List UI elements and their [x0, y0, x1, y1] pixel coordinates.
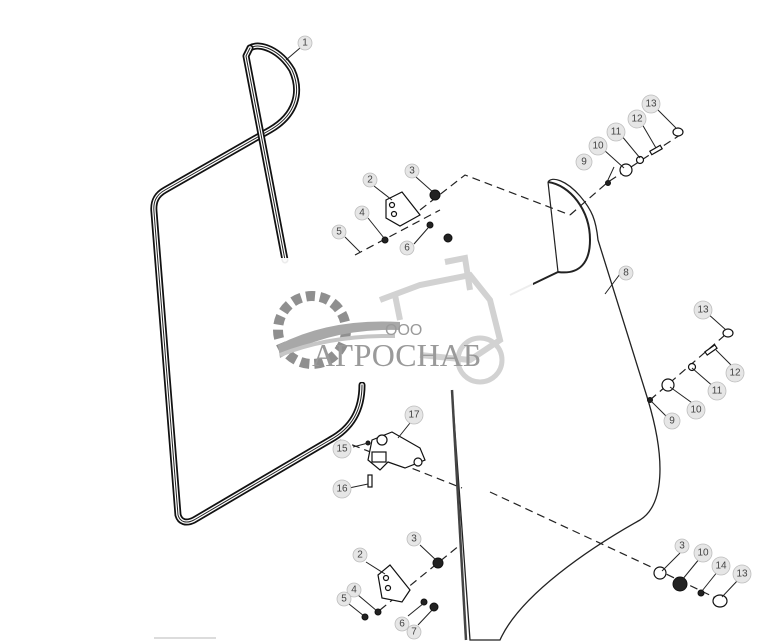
footer-strip	[154, 637, 216, 639]
top-hinge-group	[381, 189, 453, 244]
callout-5-top: 5	[331, 224, 347, 240]
callout-2-top: 2	[362, 172, 378, 188]
svg-text:9: 9	[669, 416, 675, 427]
svg-text:10: 10	[592, 141, 604, 152]
callout-2-bot: 2	[352, 547, 368, 563]
svg-text:4: 4	[359, 208, 365, 219]
callout-10-top: 10	[588, 136, 608, 156]
latch-group	[365, 431, 426, 488]
callout-17: 17	[404, 405, 424, 425]
callout-13-mid: 13	[693, 300, 713, 320]
callout-11-top: 11	[606, 122, 626, 142]
svg-text:12: 12	[729, 368, 741, 379]
svg-text:6: 6	[399, 619, 405, 630]
watermark-prefix: ООО	[385, 322, 422, 339]
svg-text:2: 2	[357, 550, 363, 561]
callout-1: 1	[297, 35, 313, 51]
svg-text:14: 14	[715, 561, 727, 572]
svg-text:17: 17	[408, 410, 420, 421]
svg-text:8: 8	[623, 268, 629, 279]
callout-13-top: 13	[641, 94, 661, 114]
callout-4-bot: 4	[346, 582, 362, 598]
watermark: ООО АГРОСНАБ	[248, 254, 533, 385]
gear-icon	[273, 291, 400, 369]
svg-text:3: 3	[411, 534, 417, 545]
svg-text:3: 3	[679, 541, 685, 552]
callout-3-top: 3	[404, 163, 420, 179]
door-glass	[450, 178, 661, 641]
svg-text:5: 5	[341, 594, 347, 605]
svg-text:2: 2	[367, 175, 373, 186]
svg-text:15: 15	[336, 444, 348, 455]
svg-text:16: 16	[336, 484, 348, 495]
top-pin-group	[605, 127, 684, 186]
svg-text:5: 5	[336, 227, 342, 238]
leader-lines	[285, 47, 739, 626]
callout-14-br: 14	[711, 556, 731, 576]
callout-10-mid: 10	[686, 400, 706, 420]
callout-13-br: 13	[732, 564, 752, 584]
svg-text:6: 6	[404, 243, 410, 254]
callout-8: 8	[618, 265, 634, 281]
callout-5-bot: 5	[336, 591, 352, 607]
callout-7-bot: 7	[406, 624, 422, 640]
svg-text:9: 9	[581, 157, 587, 168]
callout-6-top: 6	[399, 240, 415, 256]
svg-text:10: 10	[697, 548, 709, 559]
svg-text:13: 13	[645, 99, 657, 110]
svg-text:7: 7	[411, 627, 417, 638]
svg-text:10: 10	[690, 405, 702, 416]
callout-10-br: 10	[693, 543, 713, 563]
watermark-brand: АГРОСНАБ	[312, 337, 481, 373]
svg-text:11: 11	[611, 127, 622, 138]
callout-15: 15	[332, 439, 352, 459]
bottom-right-group	[653, 566, 728, 608]
callout-4-top: 4	[354, 205, 370, 221]
svg-text:13: 13	[697, 305, 709, 316]
callout-16: 16	[332, 479, 352, 499]
callout-12-mid: 12	[725, 363, 745, 383]
svg-text:13: 13	[736, 569, 748, 580]
svg-text:3: 3	[409, 166, 415, 177]
callout-3-br: 3	[674, 538, 690, 554]
harvester-icon	[378, 254, 505, 385]
callout-9-top: 9	[575, 153, 593, 171]
svg-text:4: 4	[351, 585, 357, 596]
door-seal	[150, 42, 366, 526]
svg-text:11: 11	[712, 386, 723, 397]
callout-11-mid: 11	[707, 381, 727, 401]
svg-text:12: 12	[631, 114, 643, 125]
callout-6-bot: 6	[394, 616, 410, 632]
callout-12-top: 12	[627, 109, 647, 129]
svg-text:1: 1	[302, 38, 308, 49]
callout-9-mid: 9	[663, 412, 681, 430]
callout-3-bot: 3	[406, 531, 422, 547]
